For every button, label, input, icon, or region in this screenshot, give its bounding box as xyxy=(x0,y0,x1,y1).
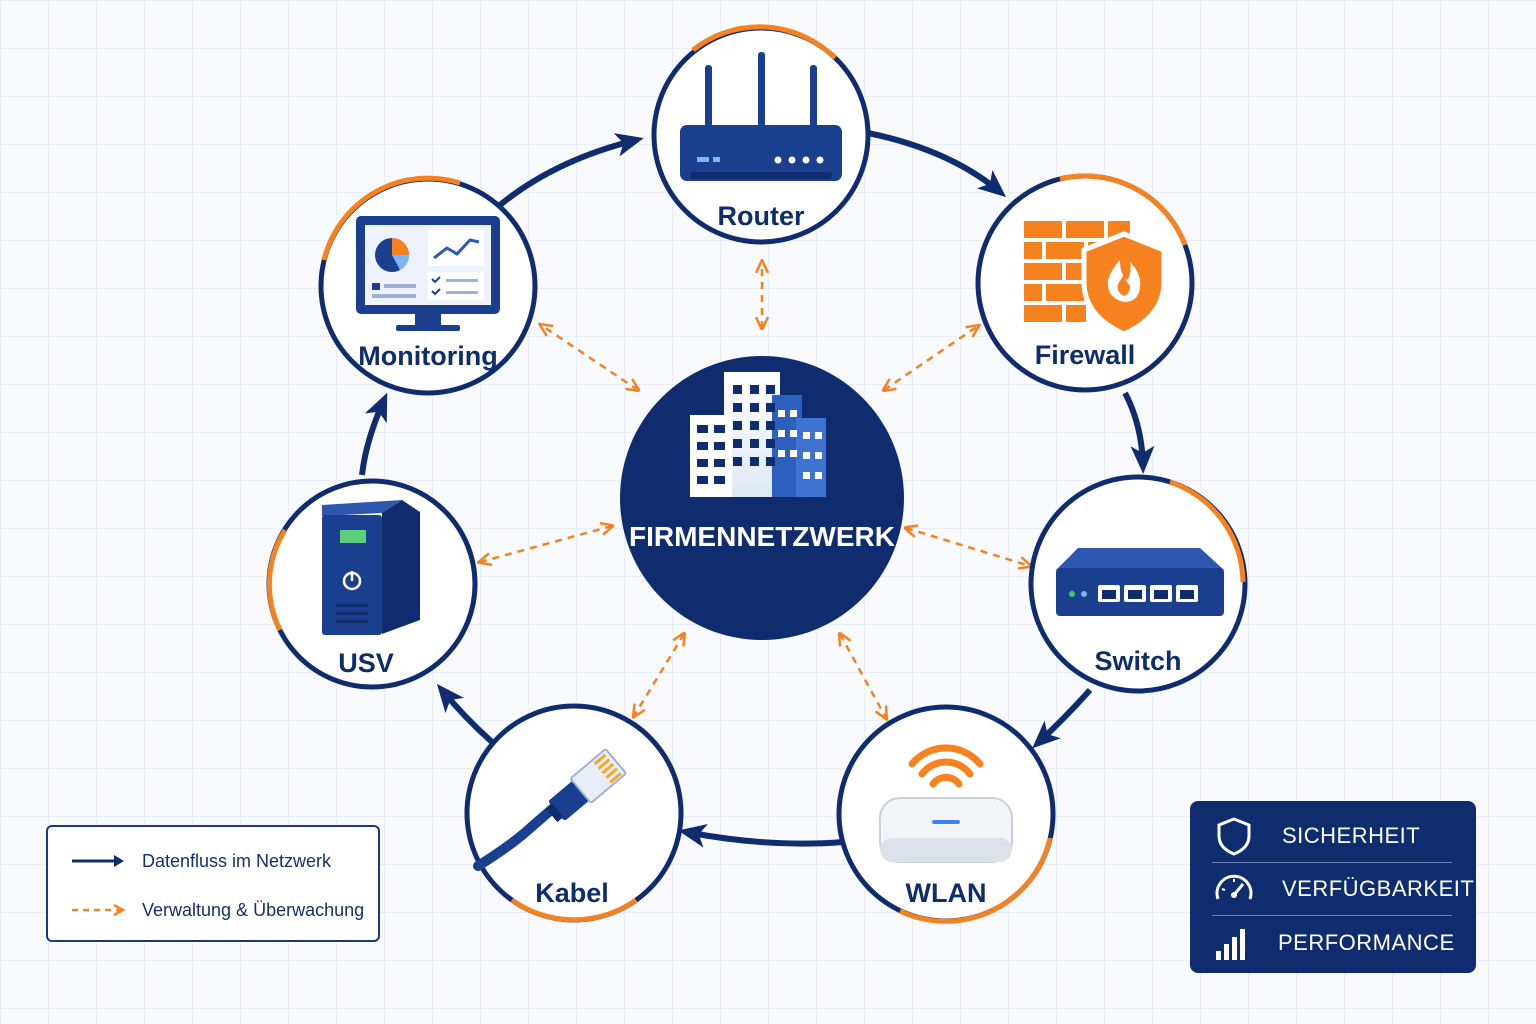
feature-sicherheit: SICHERHEIT xyxy=(1212,811,1452,861)
node-router[interactable]: Router xyxy=(651,24,871,245)
legend-label-management: Verwaltung & Überwachung xyxy=(142,899,365,920)
node-label-firewall: Firewall xyxy=(1035,340,1136,370)
node-label-monitoring: Monitoring xyxy=(358,341,497,371)
firewall-icon xyxy=(1024,221,1167,337)
data-flow-arrows xyxy=(359,130,1155,848)
mgmt-arrow-usv xyxy=(480,526,612,562)
ethernet-cable-icon xyxy=(473,748,627,871)
node-wlan[interactable]: WLAN xyxy=(836,704,1056,924)
node-label-switch: Switch xyxy=(1094,646,1181,676)
node-kabel[interactable]: Kabel xyxy=(464,703,684,923)
flow-arrow-router-firewall xyxy=(867,130,1007,198)
feature-panel: SICHERHEIT VERFÜGBARKEIT PERFORMANCE xyxy=(1190,801,1476,973)
legend-item-data-flow: Datenfluss im Netzwerk xyxy=(70,849,331,873)
ups-icon xyxy=(322,500,420,635)
mgmt-arrow-kabel xyxy=(634,634,684,716)
office-building-icon xyxy=(690,372,826,497)
navy-arrow-icon xyxy=(72,855,124,867)
flow-arrow-usv-monitoring xyxy=(359,392,388,476)
mgmt-arrow-firewall xyxy=(884,326,978,390)
router-icon xyxy=(680,52,842,181)
feature-performance: PERFORMANCE xyxy=(1212,918,1455,968)
node-monitoring[interactable]: Monitoring xyxy=(318,175,538,396)
monitor-dashboard-icon xyxy=(356,216,500,331)
flow-arrow-switch-wlan xyxy=(1032,688,1093,749)
bar-chart-icon xyxy=(1216,929,1245,960)
mgmt-arrow-switch xyxy=(906,528,1030,566)
node-usv[interactable]: USV xyxy=(266,478,478,690)
flow-arrow-monitoring-router xyxy=(498,133,644,208)
mgmt-arrow-monitoring xyxy=(541,325,638,390)
node-label-usv: USV xyxy=(338,648,394,678)
node-label-wlan: WLAN xyxy=(906,878,987,908)
mgmt-arrow-wlan xyxy=(840,634,886,718)
flow-arrow-wlan-kabel xyxy=(678,823,844,848)
node-switch[interactable]: Switch xyxy=(1028,474,1248,694)
feature-label-verfuegbarkeit: VERFÜGBARKEIT xyxy=(1282,876,1475,901)
feature-verfuegbarkeit: VERFÜGBARKEIT xyxy=(1212,864,1474,914)
feature-label-sicherheit: SICHERHEIT xyxy=(1282,823,1421,848)
flow-arrow-kabel-usv xyxy=(436,683,494,745)
feature-divider xyxy=(1212,915,1452,916)
node-firewall[interactable]: Firewall xyxy=(975,173,1195,393)
feature-label-performance: PERFORMANCE xyxy=(1278,930,1455,955)
hub-node: FIRMENNETZWERK xyxy=(620,356,904,640)
legend: Datenfluss im Netzwerk Verwaltung & Über… xyxy=(46,825,380,942)
orange-dashed-arrow-icon xyxy=(72,903,126,917)
flow-arrow-firewall-switch xyxy=(1122,391,1155,474)
management-arrows xyxy=(480,262,1030,718)
node-label-router: Router xyxy=(718,201,805,231)
speedometer-icon xyxy=(1215,874,1253,900)
wifi-access-point-icon xyxy=(879,744,1013,863)
node-label-kabel: Kabel xyxy=(535,878,609,908)
legend-label-data-flow: Datenfluss im Netzwerk xyxy=(142,850,332,871)
legend-item-management: Verwaltung & Überwachung xyxy=(70,898,364,922)
shield-icon xyxy=(1217,817,1251,856)
switch-icon xyxy=(1056,548,1224,616)
feature-divider xyxy=(1212,862,1452,863)
hub-label: FIRMENNETZWERK xyxy=(629,521,895,552)
